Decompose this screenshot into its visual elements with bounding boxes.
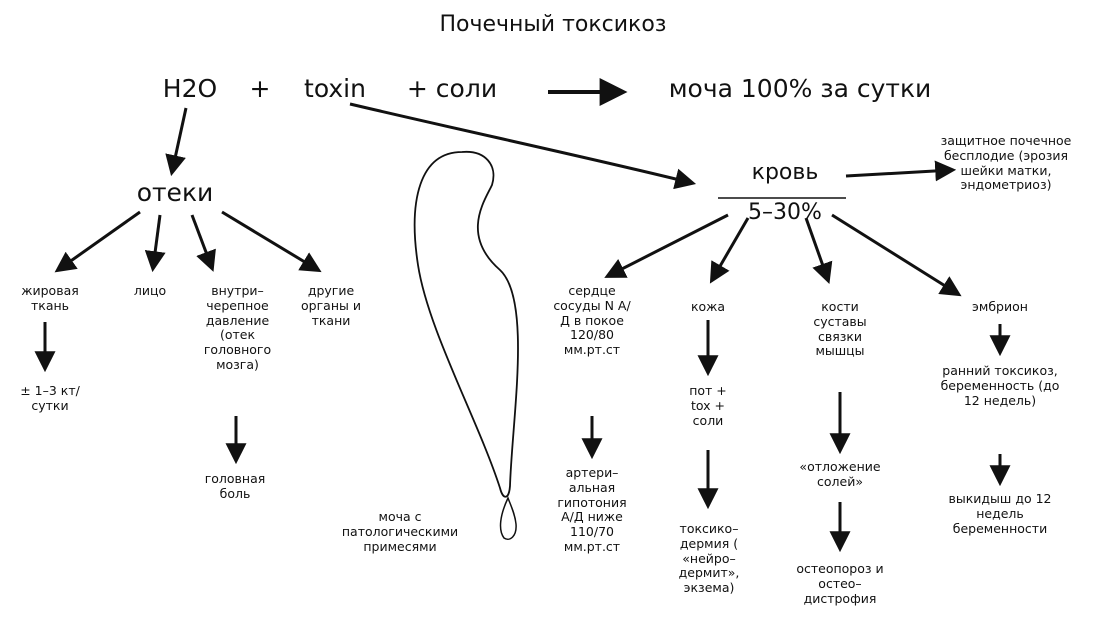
protective-infertility-label: защитное почечное бесплодие (эрозия шейк… xyxy=(940,133,1072,193)
urine-drop xyxy=(499,496,517,540)
skin-label: кожа xyxy=(690,299,726,314)
skin-mid-label: пот + tox + соли xyxy=(689,383,727,428)
urine-result-label: моча 100% за сутки xyxy=(668,74,932,103)
hypotension-label: артери–альная гипотония А/Д ниже 110/70 … xyxy=(557,465,627,554)
salt-deposition-label: «отложение солей» xyxy=(799,459,881,489)
fat-result-label: ± 1–3 кт/сутки xyxy=(20,383,80,413)
toxin-label: toxin xyxy=(304,74,366,103)
kidney-outline xyxy=(413,151,519,498)
arrow-toxin-to-blood xyxy=(349,102,697,190)
toxicoderma-label: токсико–дермия ( «нейро–дермит», экзема) xyxy=(678,521,740,595)
arrow-blood-to-embryo xyxy=(831,213,962,297)
fat-tissue-label: жировая ткань xyxy=(21,283,79,313)
osteoporosis-label: остеопороз и остео–дистрофия xyxy=(796,561,884,606)
headache-label: головная боль xyxy=(204,471,266,501)
blood-label: кровь xyxy=(751,160,819,185)
diagram-title: Почечный токсикоз xyxy=(439,12,667,37)
arrow-edema-to-fat xyxy=(54,210,141,273)
arrow-blood-to-heart xyxy=(604,213,729,278)
arrow-blood-to-bones xyxy=(804,217,833,284)
embryo-label: эмбрион xyxy=(972,299,1028,314)
salts-label: + соли xyxy=(406,74,498,103)
arrow-blood-to-skin xyxy=(709,217,750,284)
arrow-edema-to-icp xyxy=(190,214,216,272)
arrow-edema-to-face xyxy=(144,214,166,273)
arrow-blood-to-protective xyxy=(845,160,957,182)
edema-label: отеки xyxy=(136,178,214,207)
miscarriage-label: выкидыш до 12 недель беременности xyxy=(948,491,1052,536)
blood-percent: 5–30% xyxy=(748,200,822,225)
face-label: лицо xyxy=(133,283,167,298)
early-toxicosis-label: ранний токсикоз, беременность (до 12 нед… xyxy=(940,363,1060,408)
arrow-h2o-to-edema xyxy=(165,107,188,177)
bones-label: кости суставы связки мышцы xyxy=(813,299,867,359)
heart-vessels-label: сердце сосуды N А/Д в покое 120/80 мм.рт… xyxy=(553,283,631,357)
icp-label: внутри–черепное давление (отек головного… xyxy=(203,283,272,372)
urine-impurities-label: моча с патологическими примесями xyxy=(341,509,459,554)
arrow-edema-to-other xyxy=(221,210,322,273)
h2o-label: H2O xyxy=(162,74,218,103)
plus-sign: + xyxy=(249,74,271,103)
other-organs-label: другие органы и ткани xyxy=(301,283,361,328)
